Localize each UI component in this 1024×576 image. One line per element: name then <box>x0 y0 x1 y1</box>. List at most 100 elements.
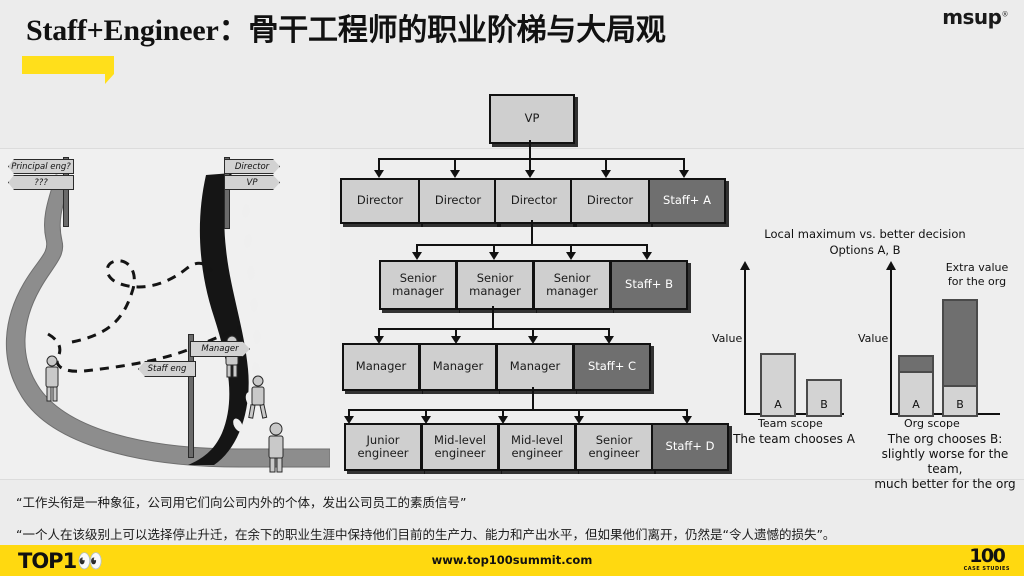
top1-logo: TOP1👀 <box>18 549 103 574</box>
org-node-manager-1[interactable]: Manager <box>342 343 420 391</box>
page-title: Staff+Engineer：骨干工程师的职业阶梯与大局观 <box>26 5 666 49</box>
chart-annotation-line2: for the org <box>947 274 1007 288</box>
signpost-vp: VP <box>224 175 280 190</box>
connector-drop <box>578 409 580 417</box>
connector-vertical <box>532 387 534 409</box>
chart-bar-b-extra-segment <box>942 299 978 387</box>
signpost-label: ??? <box>34 177 48 188</box>
diagram-canvas: Principal eng? ??? Director VP Manager S… <box>0 94 1024 491</box>
org-node-label: Manager <box>509 359 561 374</box>
org-node-senior-engineer[interactable]: Senior engineer <box>575 423 653 471</box>
org-node-label: Senior manager <box>546 270 598 298</box>
chart-x-axis-label: Org scope <box>904 417 960 430</box>
org-node-director-4[interactable]: Director <box>570 178 650 224</box>
connector-drop <box>378 158 380 171</box>
chart-caption: The org chooses B: slightly worse for th… <box>866 432 1024 492</box>
chart-annotation-extra-value: Extra value for the org <box>930 261 1024 289</box>
org-node-senior-manager-2[interactable]: Senior manager <box>456 260 534 310</box>
connector-drop <box>570 244 572 253</box>
org-node-label: Senior manager <box>469 270 521 298</box>
yellow-accent-bubble <box>22 56 114 84</box>
connector-drop <box>646 244 648 253</box>
org-node-staff-a[interactable]: Staff+ A <box>648 178 726 224</box>
connector-drop <box>529 158 531 171</box>
charts-heading-line2: Options A, B <box>829 242 901 257</box>
signpost-staff-eng: Staff eng <box>138 361 196 377</box>
org-node-staff-b[interactable]: Staff+ B <box>610 260 688 310</box>
arrow-down-icon <box>641 252 652 260</box>
arrow-down-icon <box>373 336 384 344</box>
person-figure-ic-upper <box>45 355 59 402</box>
org-node-label: Junior engineer <box>357 432 409 460</box>
org-node-label: Staff+ A <box>663 193 711 208</box>
org-node-label: Director <box>510 193 558 208</box>
arrow-down-icon <box>524 170 535 178</box>
msup-logo-text: msup <box>942 5 1002 29</box>
connector-drop <box>378 328 380 337</box>
arrow-down-icon <box>678 170 689 178</box>
org-node-director-3[interactable]: Director <box>494 178 574 224</box>
chart-y-axis-label-text: Value <box>858 332 889 345</box>
connector-drop <box>416 244 418 253</box>
career-road-illustration <box>5 173 330 473</box>
org-node-manager-3[interactable]: Manager <box>496 343 574 391</box>
chart-caption-line1: The org chooses B: <box>887 432 1003 446</box>
org-node-staff-c[interactable]: Staff+ C <box>573 343 651 391</box>
chart-annotation-line1: Extra value <box>945 261 1009 274</box>
chart-y-axis-label-text: Value <box>712 332 743 345</box>
arrow-down-icon <box>411 252 422 260</box>
chart-bar-b: B <box>806 379 842 417</box>
charts-heading-line1: Local maximum vs. better decision <box>764 227 966 241</box>
signpost-manager: Manager <box>190 341 250 357</box>
chart-bar-a-label: A <box>912 398 920 411</box>
org-node-label: Staff+ B <box>625 277 673 292</box>
connector-drop <box>605 158 607 171</box>
connector-horizontal <box>348 409 688 411</box>
chart-caption-line3: much better for the org <box>874 477 1016 491</box>
chart-x-axis-label: Team scope <box>758 417 823 430</box>
org-node-label: Staff+ D <box>665 439 715 454</box>
signpost-director: Director <box>224 159 280 174</box>
chart-bar-a: A <box>898 355 934 417</box>
org-node-senior-manager-1[interactable]: Senior manager <box>379 260 457 310</box>
org-node-senior-manager-3[interactable]: Senior manager <box>533 260 611 310</box>
org-node-midlevel-engineer-2[interactable]: Mid-level engineer <box>498 423 576 471</box>
org-node-director-1[interactable]: Director <box>340 178 420 224</box>
quote-line-1: “工作头衔是一种象征，公司用它们向公司内外的个体，发出公司员工的素质信号” <box>16 495 467 510</box>
org-node-midlevel-engineer-1[interactable]: Mid-level engineer <box>421 423 499 471</box>
signpost-label: VP <box>246 177 258 188</box>
org-node-manager-2[interactable]: Manager <box>419 343 497 391</box>
top1-eyes-icon: 👀 <box>77 549 103 573</box>
charts-heading: Local maximum vs. better decision Option… <box>750 227 980 258</box>
signpost-post-mid <box>188 334 194 458</box>
arrow-down-icon <box>681 416 692 424</box>
arrow-down-icon <box>600 170 611 178</box>
connector-drop <box>502 409 504 417</box>
chart-y-axis-label: Value <box>712 332 742 345</box>
connector-horizontal <box>378 158 685 160</box>
connector-vertical <box>529 140 531 158</box>
org-node-label: Mid-level engineer <box>434 432 486 460</box>
org-node-director-2[interactable]: Director <box>418 178 498 224</box>
connector-horizontal <box>378 328 610 330</box>
org-node-staff-d[interactable]: Staff+ D <box>651 423 729 471</box>
chart-y-axis-label: Value <box>858 332 888 345</box>
msup-logo: msup® <box>942 5 1008 29</box>
connector-vertical <box>492 306 494 328</box>
top1-logo-text: TOP1 <box>18 549 77 573</box>
org-node-junior-engineer[interactable]: Junior engineer <box>344 423 422 471</box>
dashed-exploration-path-lower <box>47 325 241 373</box>
connector-drop <box>348 409 350 417</box>
msup-logo-sup: ® <box>1001 10 1009 19</box>
chart-y-axis <box>740 261 750 414</box>
connector-drop <box>455 328 457 337</box>
chart-bar-b-label: B <box>820 398 828 411</box>
connector-drop <box>454 158 456 171</box>
chart-caption: The team chooses A <box>714 432 874 447</box>
chart-bar-b: B <box>942 299 978 417</box>
connector-drop <box>425 409 427 417</box>
org-node-vp[interactable]: VP <box>489 94 575 144</box>
page-title-cn: 骨干工程师的职业阶梯与大局观 <box>248 13 666 48</box>
chart-caption-line2: slightly worse for the team, <box>881 447 1009 476</box>
